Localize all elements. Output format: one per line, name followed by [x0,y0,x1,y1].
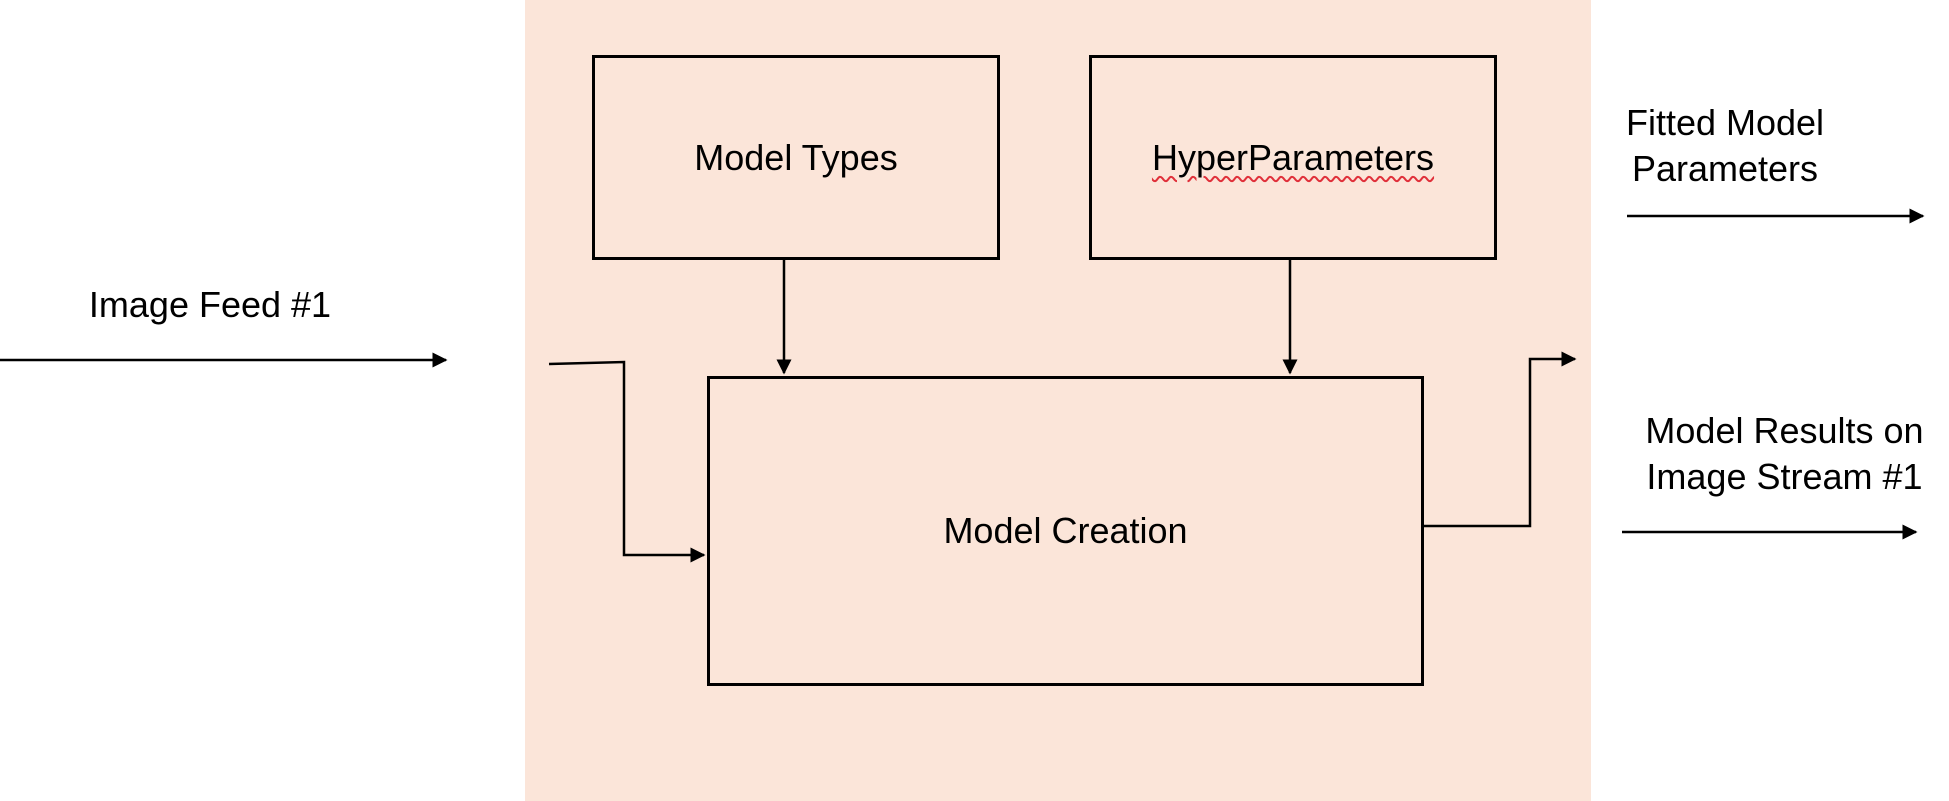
fitted-model-parameters-label: Fitted Model Parameters [1600,100,1850,192]
creation-output-connector [1424,351,1577,528]
results-label-line-1: Model Results on [1645,410,1924,451]
feed-to-creation-connector [548,360,706,563]
results-label-line-2: Image Stream #1 [1646,456,1923,497]
hyperparameters-box: HyperParameters [1089,55,1497,260]
image-feed-label: Image Feed #1 [20,282,400,328]
process-panel [525,0,1591,801]
model-creation-label: Model Creation [943,510,1188,551]
fitted-label-line-2: Parameters [1631,148,1819,189]
image-feed-text: Image Feed #1 [88,284,332,325]
model-types-label: Model Types [694,136,898,178]
model-types-box: Model Types [592,55,1000,260]
model-creation-box: Model Creation [707,376,1424,686]
model-results-label: Model Results on Image Stream #1 [1620,408,1949,500]
fitted-label-line-1: Fitted Model [1625,102,1825,143]
hyperparameters-label: HyperParameters [1151,136,1435,178]
